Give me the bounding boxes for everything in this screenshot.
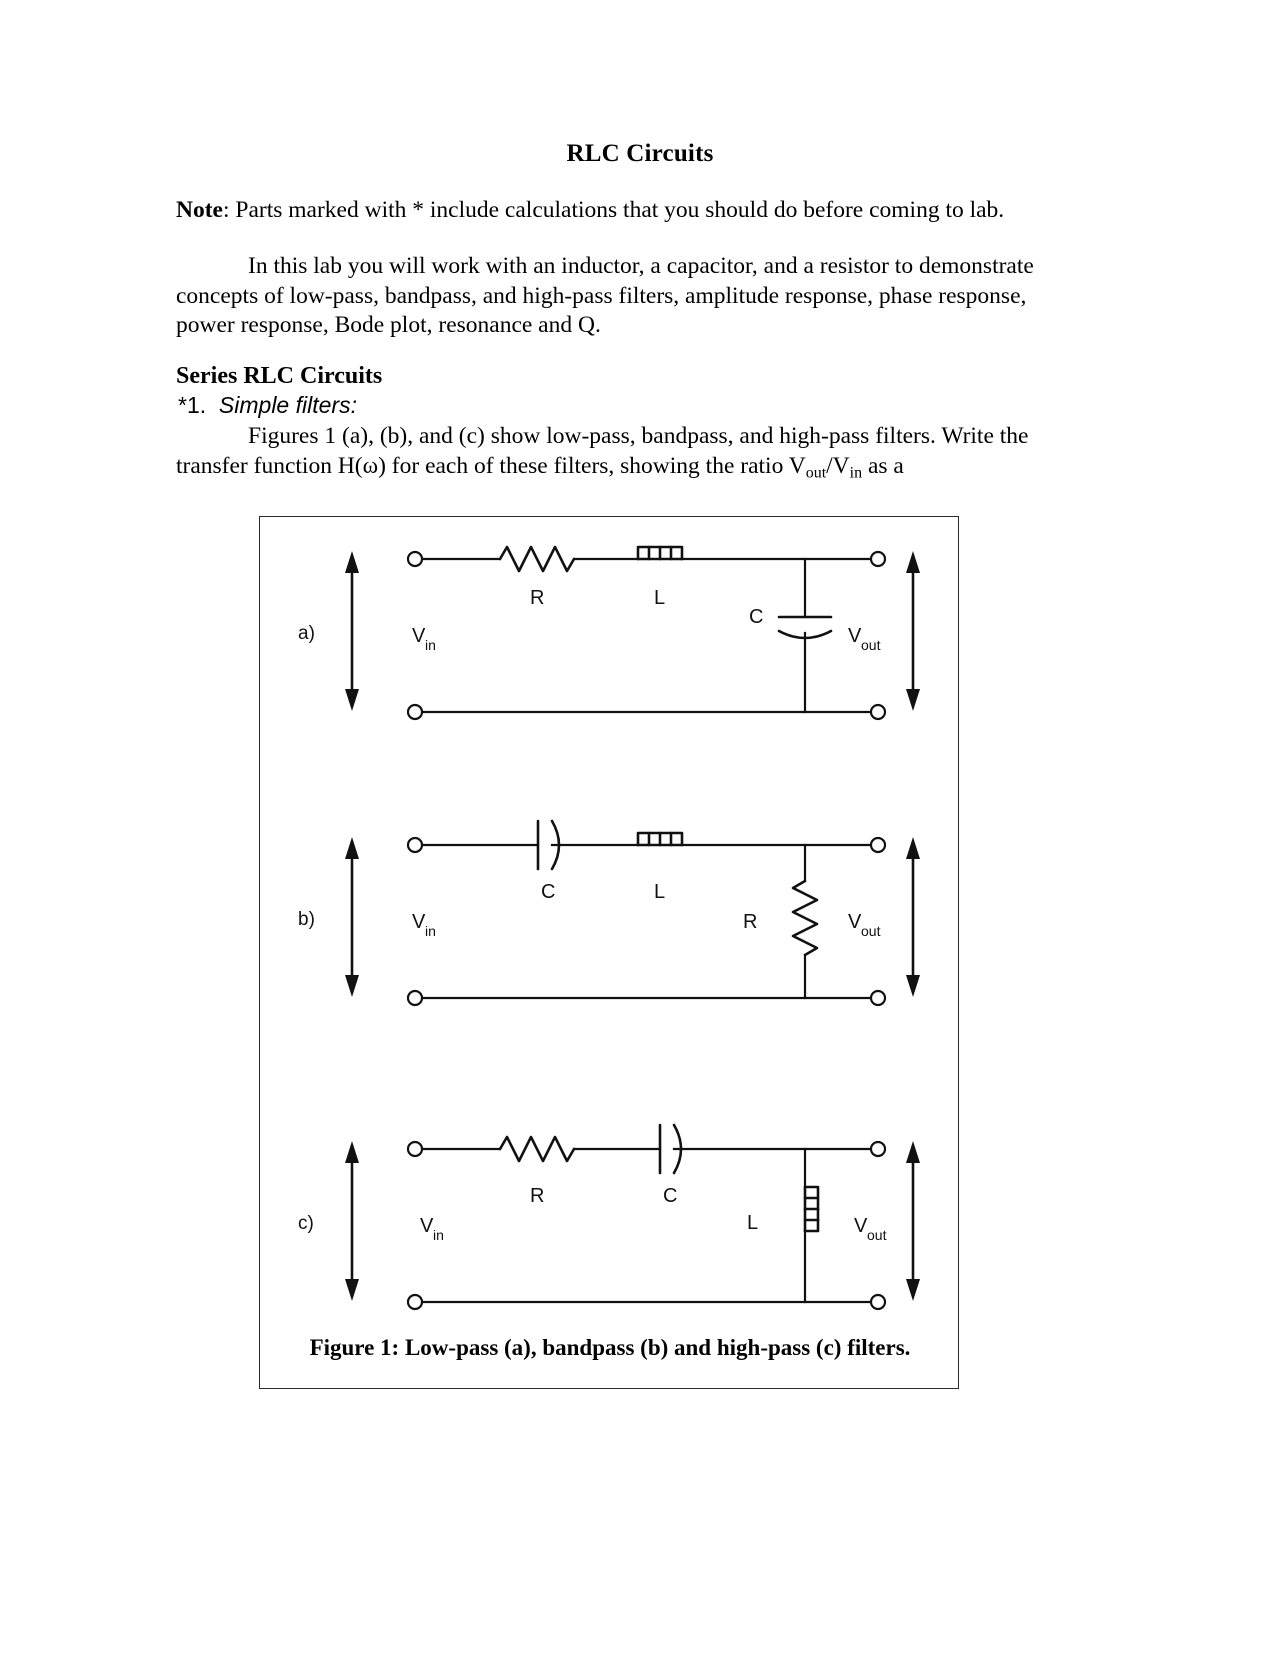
input-terminal-top-b [406,836,424,854]
output-terminal-bottom-c [869,1293,887,1311]
note-label: Note [176,197,223,223]
panel-b-vin-arrow [345,837,359,997]
inductor-symbol-c [803,1185,820,1233]
label-inductor-b: L [654,881,665,903]
figure-caption: Figure 1: Low-pass (a), bandpass (b) and… [309,1335,911,1360]
input-terminal-bottom-b [406,989,424,1007]
label-resistor-a: R [530,587,544,609]
item-number: *1. [178,392,207,418]
panel-c-high-pass: c) [298,1123,920,1311]
panel-a-vout-arrow [906,551,920,711]
label-vin-sub-a: in [425,637,436,653]
label-inductor-c: L [747,1212,758,1234]
label-vout-c: V [854,1215,868,1237]
label-capacitor-b: C [541,881,555,903]
label-vout-sub-c: out [867,1227,887,1243]
figure-1-box: a) [259,516,959,1389]
label-inductor-a: L [654,587,665,609]
panel-c-vin-arrow [345,1141,359,1301]
resistor-symbol-c [498,1135,576,1163]
output-terminal-top-a [869,550,887,568]
figure-paragraph-tail: as a [862,452,904,479]
item-heading-simple-filters: *1. Simple filters: [178,392,357,419]
label-vout-sub-b: out [861,923,881,939]
inductor-symbol-b [636,831,684,847]
panel-a-vin-arrow [345,551,359,711]
output-terminal-top-b [869,836,887,854]
vin-subscript: in [849,463,863,481]
figure-paragraph-divider: /V [826,452,850,479]
panel-a-low-pass: a) [298,545,920,721]
label-vin-c: V [420,1215,434,1237]
label-vout-a: V [848,625,862,647]
label-vout-b: V [848,911,862,933]
page-title: RLC Circuits [566,140,714,167]
input-terminal-top-c [406,1140,424,1158]
intro-text: In this lab you will work with an induct… [176,253,1034,338]
vout-subscript: out [805,463,827,481]
label-vin-a: V [412,625,426,647]
panel-b-vout-arrow [906,837,920,997]
section-heading-series-rlc: Series RLC Circuits [176,363,383,389]
input-terminal-top-a [406,550,424,568]
label-vin-sub-c: in [433,1227,444,1243]
label-vin-b: V [412,911,426,933]
label-capacitor-a: C [749,606,763,628]
output-terminal-bottom-b [869,989,887,1007]
note-text: : Parts marked with * include calculatio… [222,197,1005,223]
figure-reference-paragraph: Figures 1 (a), (b), and (c) show low-pas… [176,422,1034,481]
item-title: Simple filters: [218,392,357,418]
figure-paragraph-text: Figures 1 (a), (b), and (c) show low-pas… [176,423,1029,479]
panel-c-vout-arrow [906,1141,920,1301]
label-capacitor-c: C [663,1185,677,1207]
resistor-symbol-b [791,879,819,957]
panel-b-bandpass: b) [298,819,920,1007]
label-resistor-c: R [530,1185,544,1207]
label-vin-sub-b: in [425,923,436,939]
panel-b-label: b) [298,909,315,930]
output-terminal-bottom-a [869,703,887,721]
output-terminal-top-c [869,1140,887,1158]
panel-c-label: c) [298,1213,314,1234]
panel-a-label: a) [298,623,315,644]
label-resistor-b: R [743,911,757,933]
circuit-diagrams: a) [298,545,920,1311]
input-terminal-bottom-c [406,1293,424,1311]
input-terminal-bottom-a [406,703,424,721]
note-paragraph: Note: Parts marked with * include calcul… [176,196,1034,226]
resistor-symbol-a [498,545,576,573]
label-vout-sub-a: out [861,637,881,653]
inductor-symbol-a [636,545,684,561]
intro-paragraph: In this lab you will work with an induct… [176,252,1034,341]
